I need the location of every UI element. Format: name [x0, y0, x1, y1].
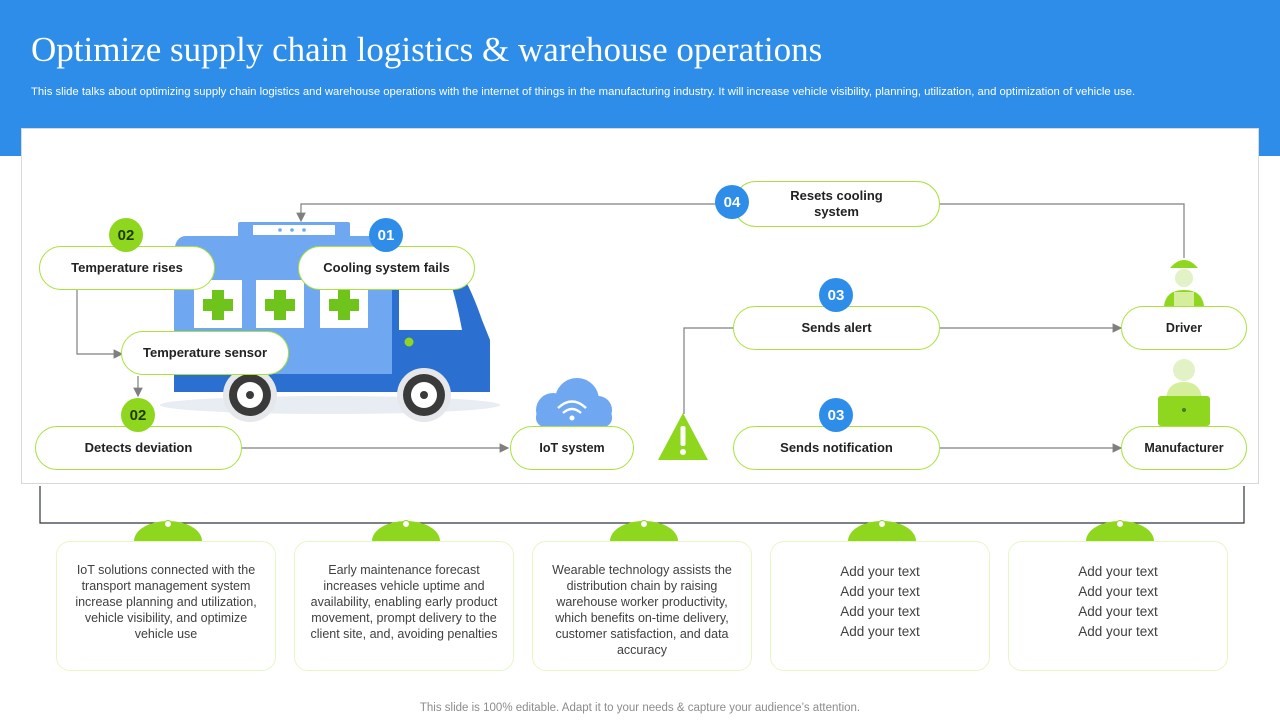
node-resets-cooling-system: Resets cooling system — [733, 181, 940, 227]
info-card-3: Wearable technology assists the distribu… — [532, 541, 752, 671]
warning-triangle-icon — [658, 413, 708, 460]
step-badge-sends-alert: 03 — [819, 278, 853, 312]
info-card-1: IoT solutions connected with the transpo… — [56, 541, 276, 671]
delivery-van-icon — [160, 222, 500, 422]
step-badge-detects-deviation: 02 — [121, 398, 155, 432]
info-card-4: Add your text Add your text Add your tex… — [770, 541, 990, 671]
node-cooling-system-fails: Cooling system fails — [298, 246, 475, 290]
manufacturer-laptop-icon — [1158, 359, 1210, 426]
placeholder-text: Add your text — [1078, 604, 1158, 619]
placeholder-text: Add your text — [1078, 624, 1158, 639]
placeholder-text: Add your text — [840, 584, 920, 599]
connector-resets-to-driver — [940, 203, 1185, 258]
step-badge-resets-cooling: 04 — [715, 185, 749, 219]
node-driver: Driver — [1121, 306, 1247, 350]
placeholder-text: Add your text — [1078, 584, 1158, 599]
info-card-text: IoT solutions connected with the transpo… — [75, 563, 257, 641]
node-manufacturer: Manufacturer — [1121, 426, 1247, 470]
placeholder-text: Add your text — [1078, 564, 1158, 579]
connector-resets-to-van — [296, 203, 737, 223]
node-temperature-sensor: Temperature sensor — [121, 331, 289, 375]
node-detects-deviation: Detects deviation — [35, 426, 242, 470]
info-card-text: Early maintenance forecast increases veh… — [310, 563, 498, 641]
card-tab-5 — [1086, 521, 1154, 541]
placeholder-text: Add your text — [840, 624, 920, 639]
page-title: Optimize supply chain logistics & wareho… — [31, 30, 823, 69]
placeholder-text: Add your text — [840, 604, 920, 619]
card-tab-2 — [372, 521, 440, 541]
connector-temp-to-sensor — [76, 290, 124, 359]
node-sends-alert: Sends alert — [733, 306, 940, 350]
info-card-5: Add your text Add your text Add your tex… — [1008, 541, 1228, 671]
page-subtitle: This slide talks about optimizing supply… — [31, 86, 1136, 98]
driver-person-icon — [1164, 260, 1204, 306]
step-badge-temperature-rises: 02 — [109, 218, 143, 252]
step-badge-cooling-fails: 01 — [369, 218, 403, 252]
wifi-cloud-icon — [536, 378, 612, 427]
node-iot-system: IoT system — [510, 426, 634, 470]
card-tab-1 — [134, 521, 202, 541]
placeholder-text: Add your text — [840, 564, 920, 579]
connector-warning-to-alert — [683, 327, 735, 414]
info-card-text: Wearable technology assists the distribu… — [552, 563, 732, 657]
card-tab-4 — [848, 521, 916, 541]
step-badge-sends-notification: 03 — [819, 398, 853, 432]
footer-note: This slide is 100% editable. Adapt it to… — [419, 702, 861, 714]
node-sends-notification: Sends notification — [733, 426, 940, 470]
card-tab-3 — [610, 521, 678, 541]
info-card-2: Early maintenance forecast increases veh… — [294, 541, 514, 671]
